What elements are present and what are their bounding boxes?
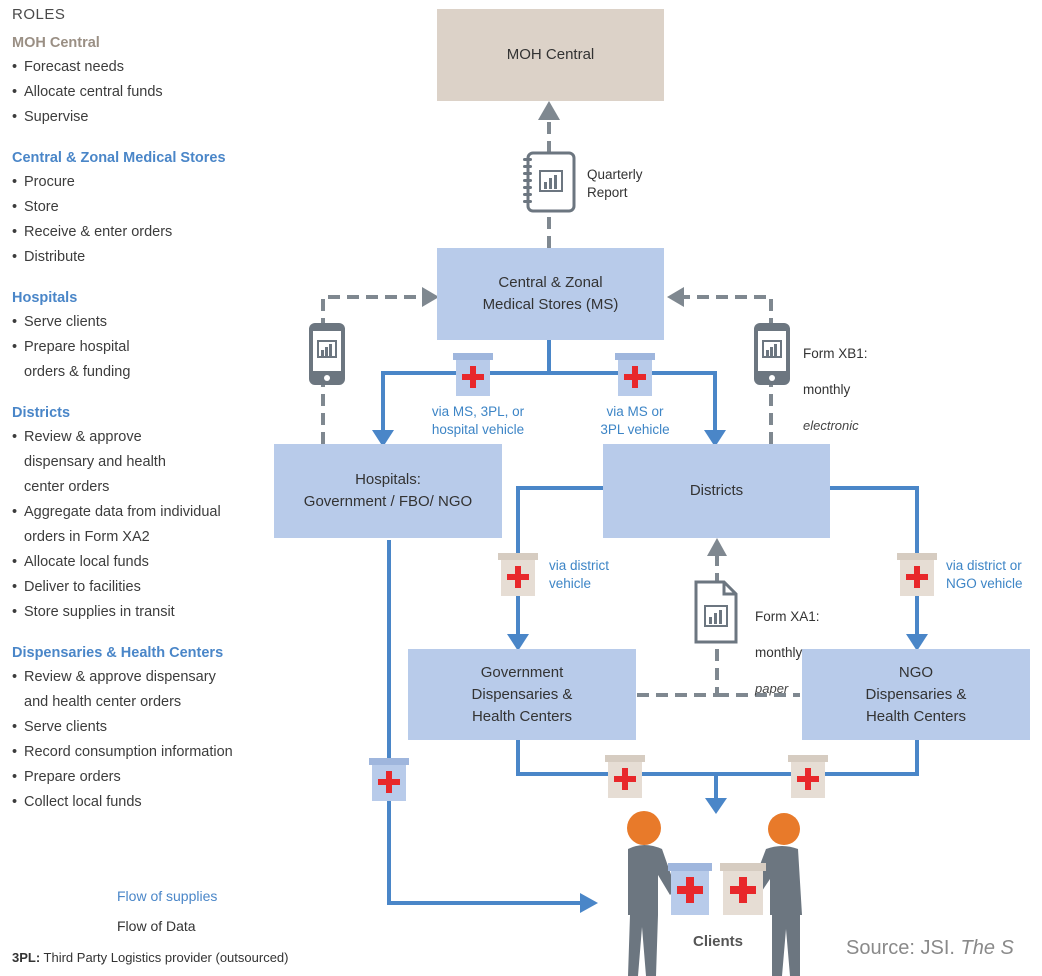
role-list: Serve clientsPrepare hospital orders & f… [12, 310, 277, 385]
supply-flow-lines [381, 340, 919, 905]
form-xb1-mode: electronic [803, 418, 859, 433]
role-group: Central & Zonal Medical StoresProcureSto… [12, 150, 277, 270]
node-hospitals: Hospitals: Government / FBO/ NGO [274, 444, 502, 538]
source-prefix: Source: JSI. [846, 937, 961, 959]
role-heading: Dispensaries & Health Centers [12, 645, 224, 661]
role-group: MOH CentralForecast needsAllocate centra… [12, 35, 277, 130]
footnote-term: 3PL: [12, 950, 41, 965]
node-moh-central: MOH Central [437, 9, 664, 101]
source-citation: Source: JSI. The S [846, 937, 1014, 960]
clients-label: Clients [693, 933, 744, 950]
legend-supplies-label: Flow of supplies [117, 888, 218, 904]
role-item: Serve clients [12, 310, 277, 335]
role-item: Allocate central funds [12, 80, 277, 105]
medical-supply-box-icon [615, 353, 655, 396]
roles-title: ROLES [12, 6, 66, 23]
legend: Flow of supplies Flow of Data [12, 882, 312, 942]
form-xa1-mode: paper [755, 681, 789, 696]
role-heading: Hospitals [12, 290, 78, 306]
role-list: Forecast needsAllocate central fundsSupe… [12, 55, 277, 130]
supply-flow-arrowheads [372, 430, 928, 913]
role-item: Collect local funds [12, 790, 277, 815]
medical-supply-box-icon [788, 755, 828, 798]
medical-supply-box-icon [453, 353, 493, 396]
role-item: Deliver to facilities [12, 575, 277, 600]
form-xa1-title: Form XA1: [755, 609, 820, 624]
mobile-phone-icon [754, 323, 790, 385]
paper-form-icon [694, 580, 738, 644]
role-list: Review & approve dispensary and health c… [12, 425, 277, 625]
data-flow-arrowheads [422, 101, 727, 556]
source-title: The S [960, 937, 1014, 959]
legend-data-label: Flow of Data [117, 918, 196, 934]
medical-supply-box-icon [498, 553, 538, 596]
role-item: Supervise [12, 105, 277, 130]
legend-data: Flow of Data [12, 912, 312, 942]
role-item: Serve clients [12, 715, 277, 740]
role-item: Prepare hospital orders & funding [12, 335, 277, 385]
via-district-ngo-label: via district or NGO vehicle [946, 558, 1023, 591]
footnote: 3PL: Third Party Logistics provider (out… [12, 950, 288, 965]
footnote-text: Third Party Logistics provider (outsourc… [40, 950, 289, 965]
form-xb1-title: Form XB1: [803, 346, 868, 361]
role-item: Review & approve dispensary and health c… [12, 665, 277, 715]
mobile-phone-icon [309, 323, 345, 385]
role-list: ProcureStoreReceive & enter ordersDistri… [12, 170, 277, 270]
role-group: DistrictsReview & approve dispensary and… [12, 405, 277, 625]
via-ms-3pl-hospital-label: via MS, 3PL, or hospital vehicle [431, 404, 525, 437]
role-item: Procure [12, 170, 277, 195]
via-ms-3pl-label: via MS or 3PL vehicle [600, 404, 670, 437]
role-group: Dispensaries & Health CentersReview & ap… [12, 645, 277, 815]
clients-illustration-icon [627, 811, 802, 976]
form-xb1-freq: monthly [803, 382, 851, 397]
role-item: Aggregate data from individual orders in… [12, 500, 277, 550]
node-medical-stores: Central & Zonal Medical Stores (MS) [437, 248, 664, 340]
legend-supplies: Flow of supplies [12, 882, 312, 912]
role-item: Prepare orders [12, 765, 277, 790]
role-heading: MOH Central [12, 35, 100, 51]
role-item: Store [12, 195, 277, 220]
role-item: Review & approve dispensary and health c… [12, 425, 277, 500]
role-item: Receive & enter orders [12, 220, 277, 245]
form-xa1-label: Form XA1: monthly paper [755, 590, 820, 716]
node-gov-dispensaries: Government Dispensaries & Health Centers [408, 649, 636, 740]
form-xa1-freq: monthly [755, 645, 803, 660]
role-item: Store supplies in transit [12, 600, 277, 625]
form-xb1-label: Form XB1: monthly electronic [803, 327, 868, 453]
role-item: Forecast needs [12, 55, 277, 80]
role-list: Review & approve dispensary and health c… [12, 665, 277, 815]
roles-panel: ROLES MOH CentralForecast needsAllocate … [12, 6, 277, 835]
role-group: HospitalsServe clientsPrepare hospital o… [12, 290, 277, 385]
via-district-label: via district vehicle [549, 558, 610, 591]
role-heading: Central & Zonal Medical Stores [12, 150, 226, 166]
role-item: Allocate local funds [12, 550, 277, 575]
node-ngo-dispensaries: NGO Dispensaries & Health Centers [802, 649, 1030, 740]
role-item: Distribute [12, 245, 277, 270]
role-item: Record consumption information [12, 740, 277, 765]
role-groups: MOH CentralForecast needsAllocate centra… [12, 35, 277, 815]
medical-supply-box-icon [369, 758, 409, 801]
medical-supply-box-icon [605, 755, 645, 798]
node-districts: Districts [603, 444, 830, 538]
quarterly-report-label: Quarterly Report [587, 167, 643, 200]
quarterly-report-icon [523, 151, 576, 213]
medical-supply-box-icon [897, 553, 937, 596]
role-heading: Districts [12, 405, 71, 421]
